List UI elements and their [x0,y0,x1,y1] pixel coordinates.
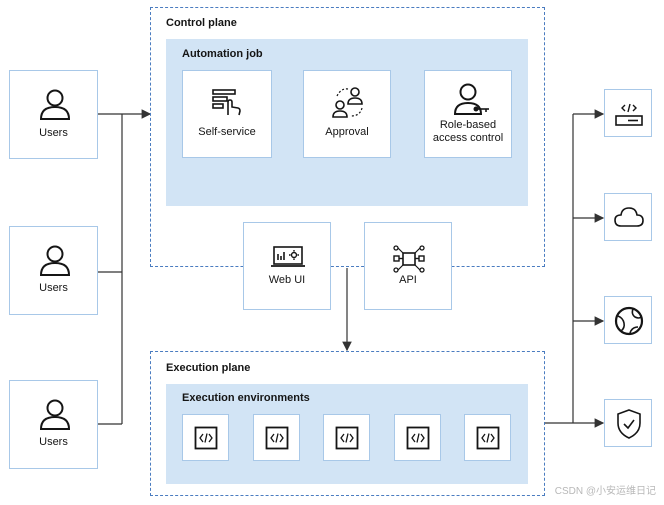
network-icon [614,306,644,336]
watermark-text: CSDN @小安运维日记 [554,486,656,497]
execution-environment-tile [464,414,511,461]
self-service-box: Self-service [182,70,272,158]
api-box: API [364,222,452,310]
control-plane [150,7,545,267]
rbac-box: Role-based access control [424,70,512,158]
user-icon [39,399,71,430]
target-network-box [604,296,652,344]
rbac-label: Role-based access control [432,119,504,144]
cloud-icon [614,207,644,227]
web-ui-label: Web UI [268,274,306,286]
code-container-icon [194,426,218,450]
approval-box: Approval [303,70,391,158]
user-icon [39,245,71,276]
code-container-icon [406,426,429,450]
automation-job-title: Automation job [182,48,263,60]
security-shield-icon [617,409,641,439]
users-box-2: Users [9,226,98,315]
user-icon [39,89,71,120]
users-label: Users [39,436,68,448]
execution-environment-tile [182,414,229,461]
api-icon [393,245,425,273]
target-cloud-box [604,193,652,241]
web-ui-box: Web UI [243,222,331,310]
api-label: API [399,274,417,286]
code-container-icon [476,426,500,450]
execution-environment-tile [323,414,370,461]
code-container-icon [265,426,288,450]
execution-plane-title: Execution plane [166,362,251,374]
self-service-icon [212,89,241,116]
users-box-3: Users [9,380,98,469]
users-box-1: Users [9,70,98,159]
rbac-icon [453,83,489,115]
self-service-label: Self-service [198,126,256,138]
execution-environments-title: Execution environments [182,392,310,404]
approval-label: Approval [325,126,369,138]
server-icon [615,103,643,126]
execution-environment-tile [393,414,441,461]
execution-environment-tile [252,414,300,461]
users-label: Users [39,127,68,139]
code-container-icon [335,426,359,450]
execution-plane [150,351,545,496]
control-plane-title: Control plane [166,17,237,29]
web-ui-icon [271,246,305,267]
target-security-box [604,399,652,447]
target-server-box [604,89,652,137]
users-label: Users [39,282,68,294]
approval-icon [332,87,363,118]
